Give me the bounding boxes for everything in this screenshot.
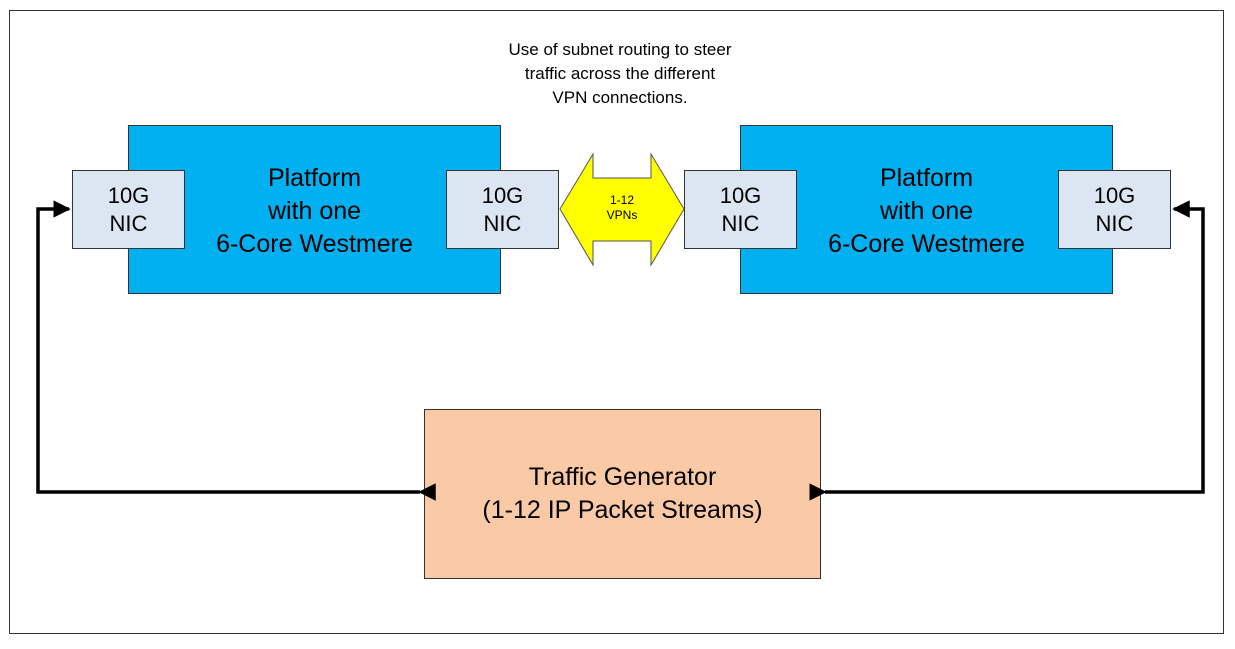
routing-note-line: Use of subnet routing to steer	[508, 40, 732, 59]
vpn-double-arrow	[559, 152, 685, 267]
vpn-count-label: 1-12	[609, 193, 635, 207]
vpn-type-label: VPNs	[606, 208, 638, 222]
routing-note-line: VPN connections.	[552, 88, 688, 107]
nic-label: NIC	[483, 210, 522, 236]
right-loop-connector	[809, 200, 1205, 501]
traffic-generator-sublabel: (1-12 IP Packet Streams)	[482, 496, 763, 524]
platform-title-line: Platform	[879, 164, 974, 192]
routing-note: Use of subnet routing to steer traffic a…	[440, 38, 800, 110]
traffic-generator: Traffic Generator (1-12 IP Packet Stream…	[424, 409, 821, 579]
routing-note-line: traffic across the different	[524, 64, 716, 83]
vpn-arrow-label: 1-12 VPNs	[592, 193, 652, 223]
traffic-generator-label: Traffic Generator	[528, 463, 717, 491]
platform-title-line: Platform	[267, 164, 362, 192]
diagram-frame	[9, 10, 1224, 634]
nic-right-inner: 10G NIC	[684, 170, 797, 249]
nic-left-inner: 10G NIC	[446, 170, 559, 249]
nic-label: 10G	[481, 182, 524, 208]
nic-label: NIC	[721, 210, 760, 236]
nic-label: 10G	[719, 182, 762, 208]
left-loop-connector	[36, 200, 436, 501]
